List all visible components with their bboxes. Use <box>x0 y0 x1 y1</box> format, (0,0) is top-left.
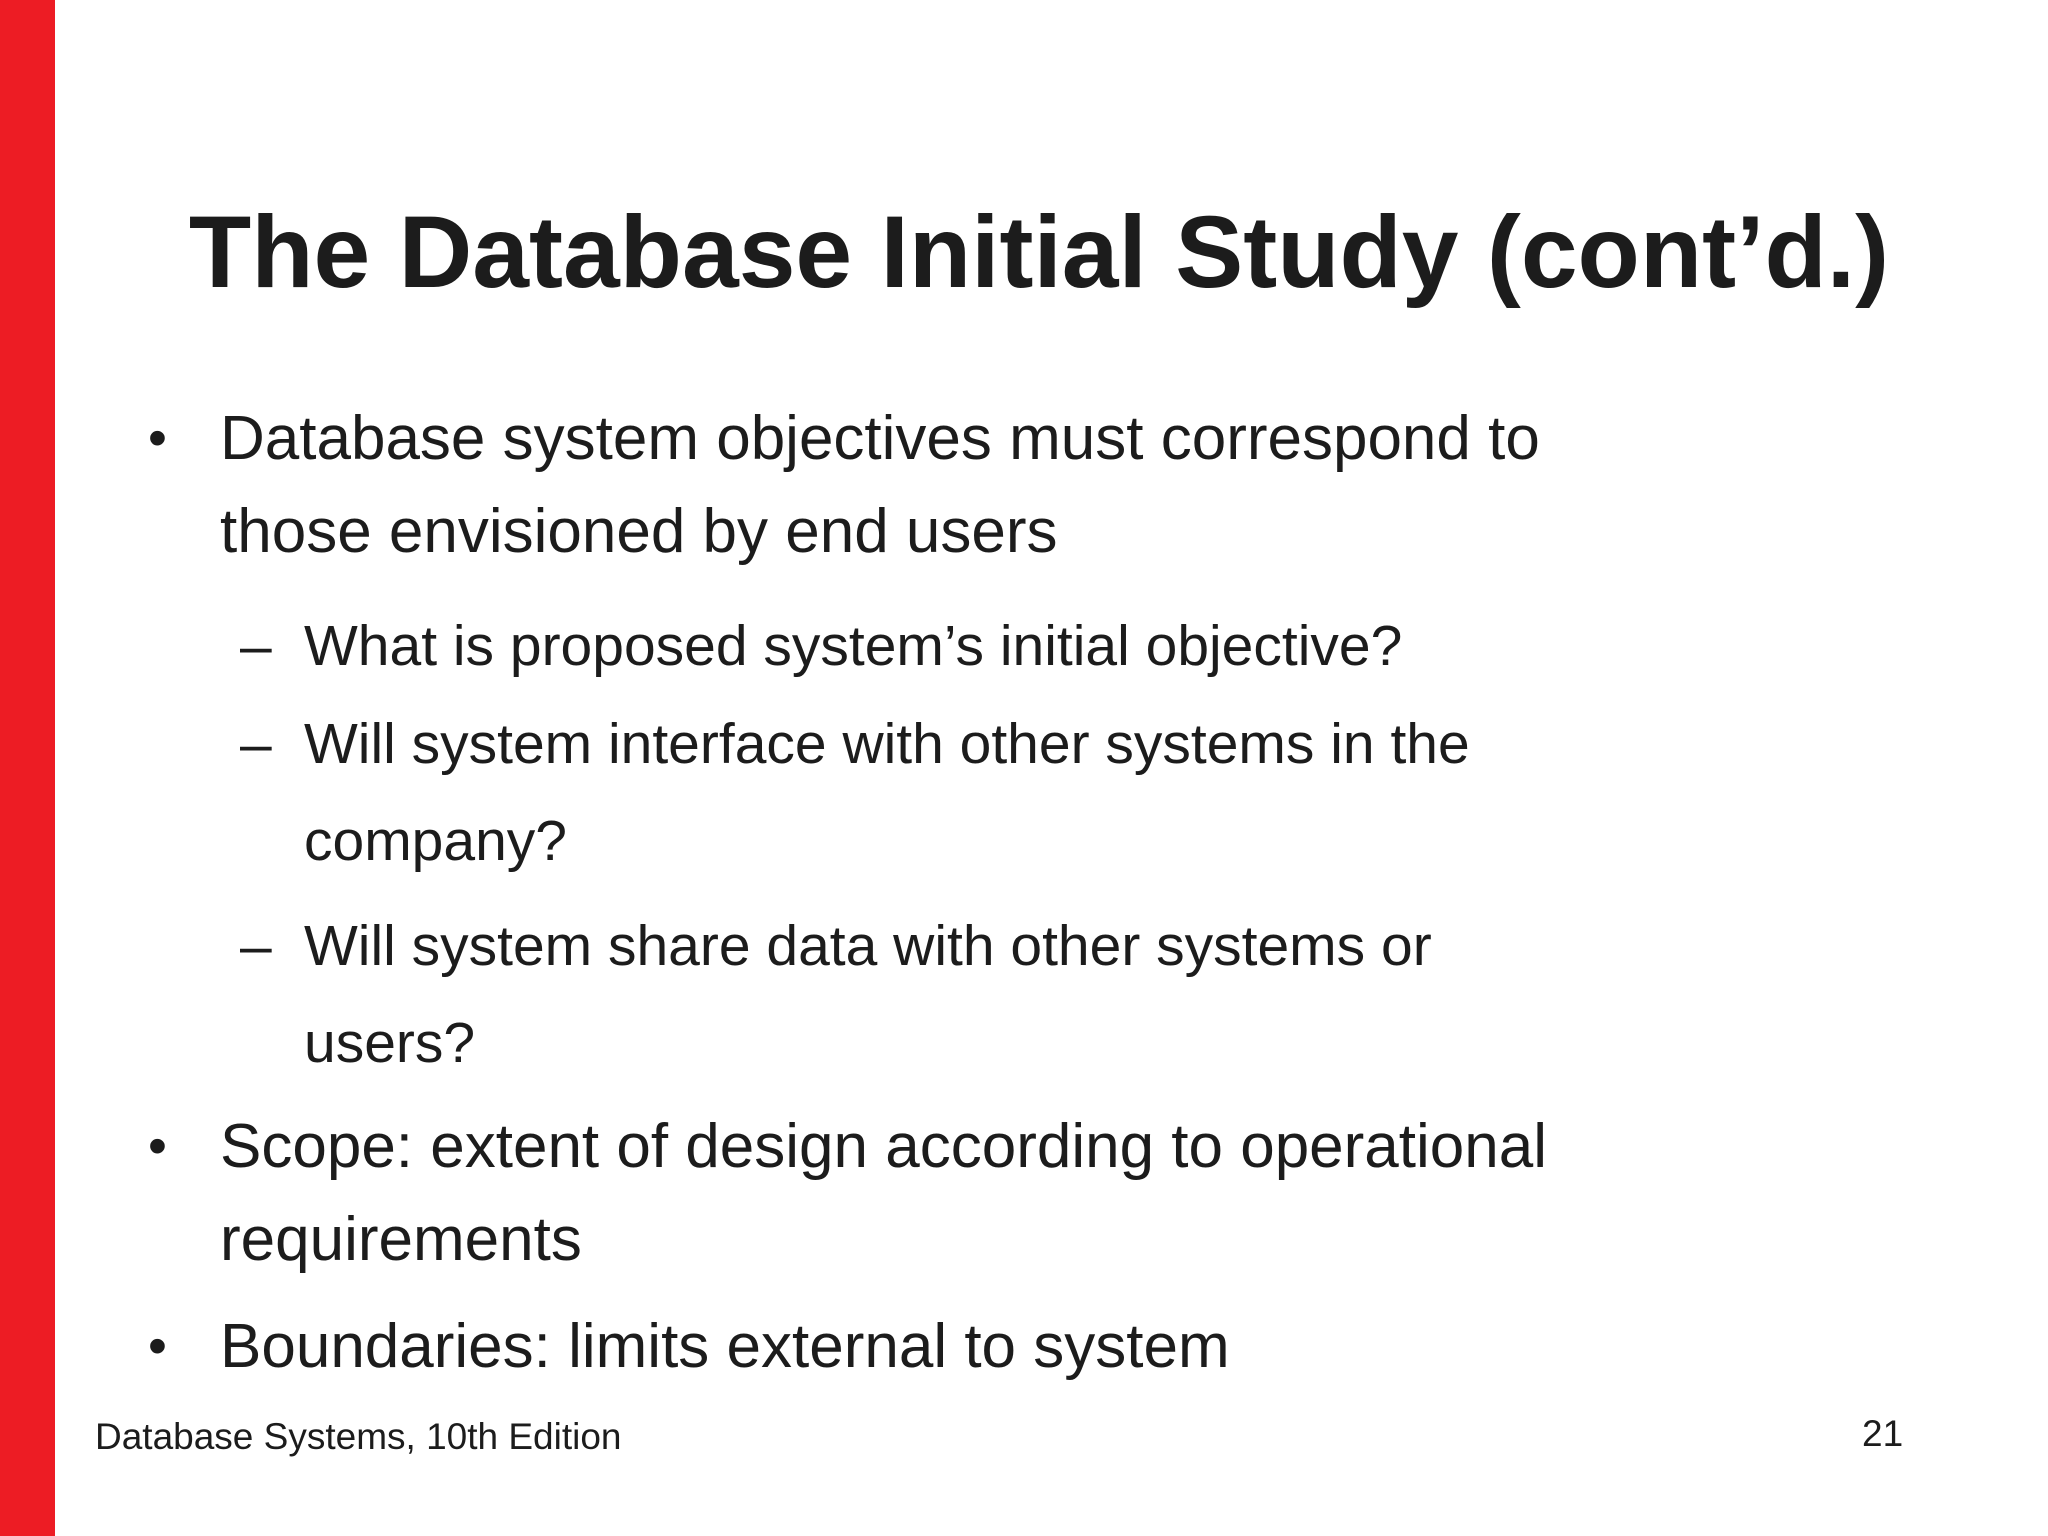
left-accent-bar <box>0 0 55 1536</box>
bullet-dot-icon: • <box>148 1316 167 1376</box>
bullet-text: Scope: extent of design according to ope… <box>220 1112 1548 1274</box>
bullet-dash-icon: – <box>240 614 272 678</box>
bullet-dash-icon: – <box>240 712 272 776</box>
bullet-item: – Will system share data with other syst… <box>240 898 1940 1092</box>
bullet-text: Boundaries: limits external to system <box>220 1312 1230 1381</box>
footer-page-number: 21 <box>1862 1413 1904 1454</box>
bullet-text: Will system interface with other systems… <box>304 712 1470 873</box>
bullet-item: – Will system interface with other syste… <box>240 696 1940 890</box>
bullet-text: Will system share data with other system… <box>304 914 1432 1075</box>
page-title: The Database Initial Study (cont’d.) <box>188 195 1890 310</box>
footer-book-title: Database Systems, 10th Edition <box>95 1416 622 1457</box>
bullet-dot-icon: • <box>148 1116 167 1176</box>
bullet-item: • Database system objectives must corres… <box>148 392 1938 578</box>
bullet-text: What is proposed system’s initial object… <box>304 614 1403 678</box>
bullet-item: – What is proposed system’s initial obje… <box>240 598 1940 695</box>
bullet-text: Database system objectives must correspo… <box>220 404 1540 566</box>
bullet-item: • Boundaries: limits external to system <box>148 1300 1938 1393</box>
bullet-dot-icon: • <box>148 408 167 468</box>
bullet-dash-icon: – <box>240 914 272 978</box>
bullet-item: • Scope: extent of design according to o… <box>148 1100 1938 1286</box>
